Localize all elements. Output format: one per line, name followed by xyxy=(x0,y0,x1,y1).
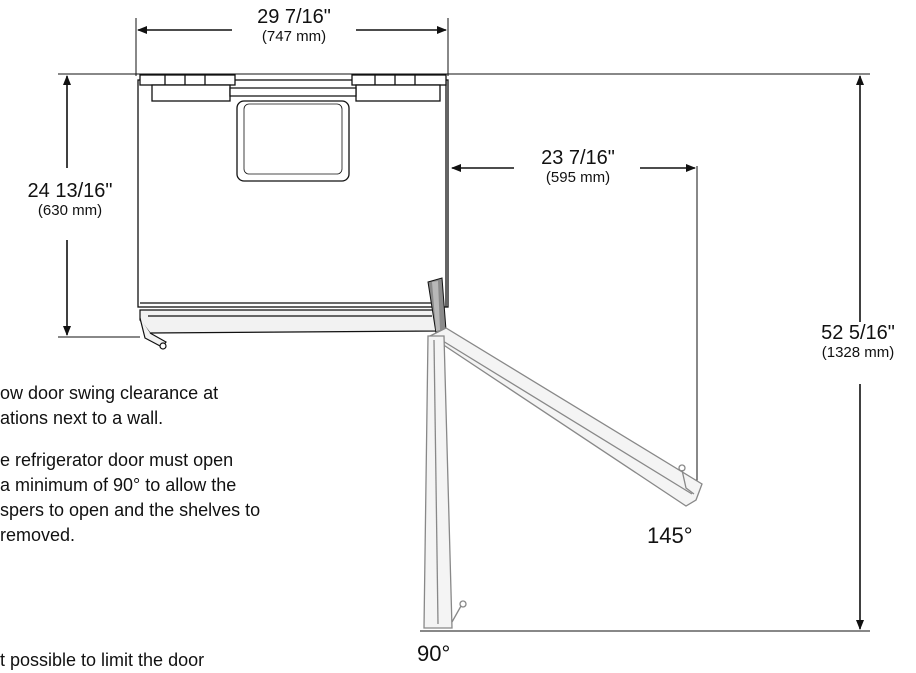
total-depth-inches: 52 5/16" xyxy=(821,322,895,344)
angle-label-145: 145° xyxy=(647,523,693,548)
angle-label-90: 90° xyxy=(417,641,451,666)
door-reach-inches: 23 7/16" xyxy=(541,147,615,169)
door-open-90 xyxy=(423,335,467,629)
note-line: a minimum of 90° to allow the xyxy=(0,475,237,495)
refrigerator-cabinet xyxy=(137,74,449,308)
depth-dimension-label: 24 13/16" (630 mm) xyxy=(10,180,130,219)
note-line: e refrigerator door must open xyxy=(0,450,234,470)
door-reach-mm: (595 mm) xyxy=(545,169,611,186)
depth-mm: (630 mm) xyxy=(37,202,103,219)
door-open-145 xyxy=(428,327,703,507)
width-mm: (747 mm) xyxy=(261,28,327,45)
note-line: ow door swing clearance at xyxy=(0,383,219,403)
closed-door xyxy=(139,309,437,350)
note-line: ations next to a wall. xyxy=(0,408,164,428)
total-depth-dimension-label: 52 5/16" (1328 mm) xyxy=(804,322,912,361)
width-dimension-label: 29 7/16" (747 mm) xyxy=(238,6,350,45)
note-line: spers to open and the shelves to xyxy=(0,500,261,520)
extension-lines xyxy=(58,18,870,632)
note-line: t possible to limit the door xyxy=(0,650,205,670)
width-inches: 29 7/16" xyxy=(257,6,331,28)
depth-inches: 24 13/16" xyxy=(27,180,113,202)
note-line: removed. xyxy=(0,525,76,545)
total-depth-mm: (1328 mm) xyxy=(821,344,895,361)
right-hinge-block xyxy=(351,74,447,86)
dimension-arrows xyxy=(63,26,864,630)
left-hinge-block xyxy=(139,74,236,86)
handle-recess xyxy=(236,100,350,182)
door-reach-dimension-label: 23 7/16" (595 mm) xyxy=(520,147,636,186)
